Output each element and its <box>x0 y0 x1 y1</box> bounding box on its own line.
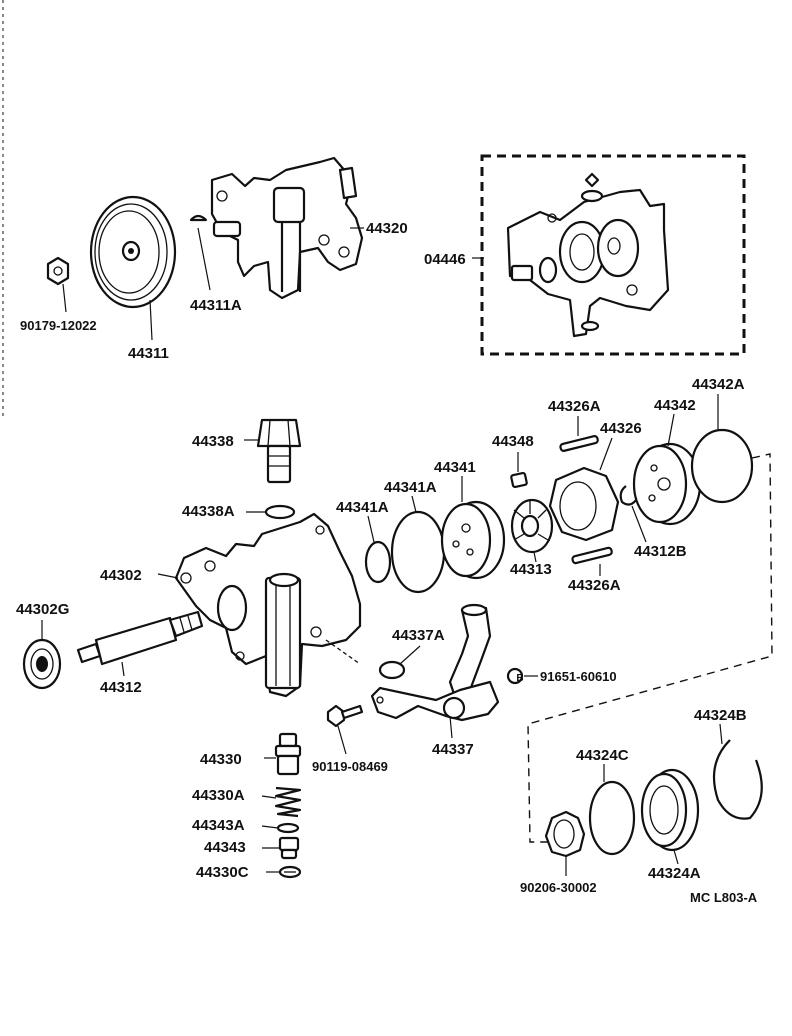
pressure-plate-44342 <box>632 442 702 526</box>
label-44341a-right: 44341A <box>384 479 437 496</box>
washer-90206 <box>544 810 586 858</box>
label-44326a-top: 44326A <box>548 398 601 415</box>
label-44312: 44312 <box>100 679 142 696</box>
oring-44341a-small <box>364 540 392 584</box>
label-44302: 44302 <box>100 567 142 584</box>
label-callout-b: B <box>516 673 523 684</box>
label-44337a: 44337A <box>392 627 445 644</box>
label-44311: 44311 <box>128 345 169 362</box>
vane-44348 <box>510 471 528 489</box>
label-44330c: 44330C <box>196 864 249 881</box>
cam-ring-44326 <box>548 466 620 542</box>
label-44343a: 44343A <box>192 817 245 834</box>
oring-44342a <box>690 428 754 504</box>
seal-44324a <box>640 768 700 852</box>
assembly-bracket <box>527 453 773 843</box>
label-44311a: 44311A <box>190 297 242 314</box>
label-44342: 44342 <box>654 397 696 414</box>
clip-44330c <box>278 865 302 879</box>
flow-valve-44330 <box>274 732 302 776</box>
kit-box-04446 <box>480 154 746 356</box>
part-labels: 90179-12022 44311 44311A 44320 04446 443… <box>16 220 758 905</box>
nut-90179 <box>46 256 70 286</box>
figure-code: MC L803-A <box>690 890 758 905</box>
label-44338a: 44338A <box>182 503 235 520</box>
label-44302g: 44302G <box>16 601 69 618</box>
label-44338: 44338 <box>192 433 234 450</box>
label-90179-12022: 90179-12022 <box>20 318 97 333</box>
label-44330: 44330 <box>200 751 242 768</box>
oring-44324c <box>588 780 636 856</box>
rotor-44313 <box>510 498 554 554</box>
plug-44343 <box>278 836 300 860</box>
pulley-44311 <box>89 195 177 309</box>
snap-ring-44312b <box>619 485 637 506</box>
label-04446: 04446 <box>424 251 466 268</box>
label-44341a-left: 44341A <box>336 499 389 516</box>
snap-ring-44324b <box>712 739 763 820</box>
oring-44341a-large <box>390 510 446 594</box>
side-plate-44341 <box>440 500 506 580</box>
label-44348: 44348 <box>492 433 534 450</box>
union-bolt-44338 <box>256 418 302 484</box>
label-44313: 44313 <box>510 561 552 578</box>
label-44342a: 44342A <box>692 376 745 393</box>
label-44343: 44343 <box>204 839 246 856</box>
suction-pipe-44337 <box>370 603 500 722</box>
label-44324a: 44324A <box>648 865 701 882</box>
bearing-44302g <box>22 638 62 690</box>
pump-body-44302 <box>174 512 362 698</box>
label-91651-60610: 91651-60610 <box>540 669 617 684</box>
label-44326: 44326 <box>600 420 642 437</box>
key-44311a <box>189 214 208 222</box>
label-44341: 44341 <box>434 459 476 476</box>
spring-44330a <box>274 786 302 818</box>
pin-44326a-bottom <box>571 546 613 565</box>
label-90119-08469: 90119-08469 <box>312 759 388 774</box>
oring-44338a <box>264 504 296 520</box>
label-44320: 44320 <box>366 220 408 237</box>
label-44324b: 44324B <box>694 707 747 724</box>
label-44326a-bottom: 44326A <box>568 577 621 594</box>
callout-b <box>506 667 524 685</box>
label-44337: 44337 <box>432 741 474 758</box>
label-44324c: 44324C <box>576 747 629 764</box>
label-90206-30002: 90206-30002 <box>520 880 597 895</box>
bolt-90119 <box>326 704 364 728</box>
label-44312b: 44312B <box>634 543 687 560</box>
pump-assembly-44320 <box>210 156 364 300</box>
label-44330a: 44330A <box>192 787 245 804</box>
kit-parts-04446 <box>506 172 670 338</box>
oring-44343a <box>276 822 300 834</box>
pin-44326a-top <box>559 435 599 452</box>
oring-44337a <box>378 660 406 680</box>
shaft-44312 <box>76 610 204 666</box>
